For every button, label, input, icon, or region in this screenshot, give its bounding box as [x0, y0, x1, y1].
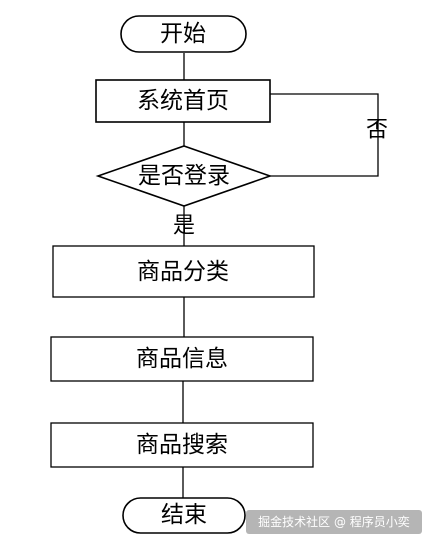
- home-process: 系统首页: [95, 79, 271, 123]
- search-process: 商品搜索: [50, 422, 314, 468]
- category-label: 商品分类: [137, 259, 229, 285]
- login-decision: 是否登录: [95, 145, 273, 207]
- end-label: 结束: [161, 502, 207, 528]
- info-label: 商品信息: [136, 346, 228, 372]
- start-terminator: 开始: [120, 15, 247, 53]
- home-label: 系统首页: [137, 88, 229, 114]
- info-process: 商品信息: [50, 336, 314, 382]
- login-decision-label: 是否登录: [138, 163, 230, 189]
- branch-yes-label: 是: [173, 214, 195, 239]
- category-process: 商品分类: [52, 245, 315, 298]
- start-label: 开始: [160, 21, 206, 47]
- connector-no-loop: [270, 93, 379, 177]
- watermark: 掘金技术社区 @ 程序员小奕: [246, 510, 422, 534]
- end-terminator: 结束: [122, 497, 246, 534]
- search-label: 商品搜索: [136, 432, 228, 458]
- branch-no-label: 否: [366, 118, 388, 143]
